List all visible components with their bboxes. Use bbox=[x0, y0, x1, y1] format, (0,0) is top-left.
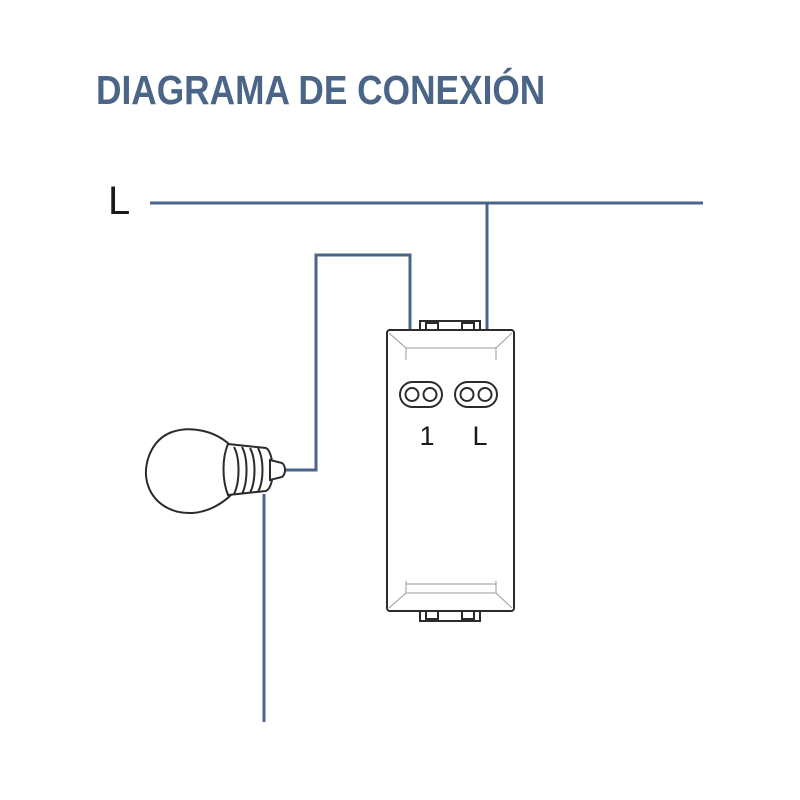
switch-body bbox=[386, 329, 515, 612]
diagram-title: DIAGRAMA DE CONEXIÓN bbox=[96, 67, 546, 113]
terminal-l-label: L bbox=[472, 421, 487, 451]
switch-module-icon: 1 L bbox=[386, 320, 515, 622]
switch-to-bulb-wire bbox=[284, 253, 412, 472]
light-bulb-icon bbox=[145, 428, 286, 515]
terminal-l bbox=[454, 381, 498, 408]
bulb-contact bbox=[269, 458, 286, 482]
bulb-glass bbox=[145, 428, 234, 515]
bulb-base bbox=[222, 442, 274, 497]
terminal-1-label: 1 bbox=[419, 421, 434, 451]
terminal-1 bbox=[399, 381, 443, 408]
line-label: L bbox=[108, 179, 130, 223]
